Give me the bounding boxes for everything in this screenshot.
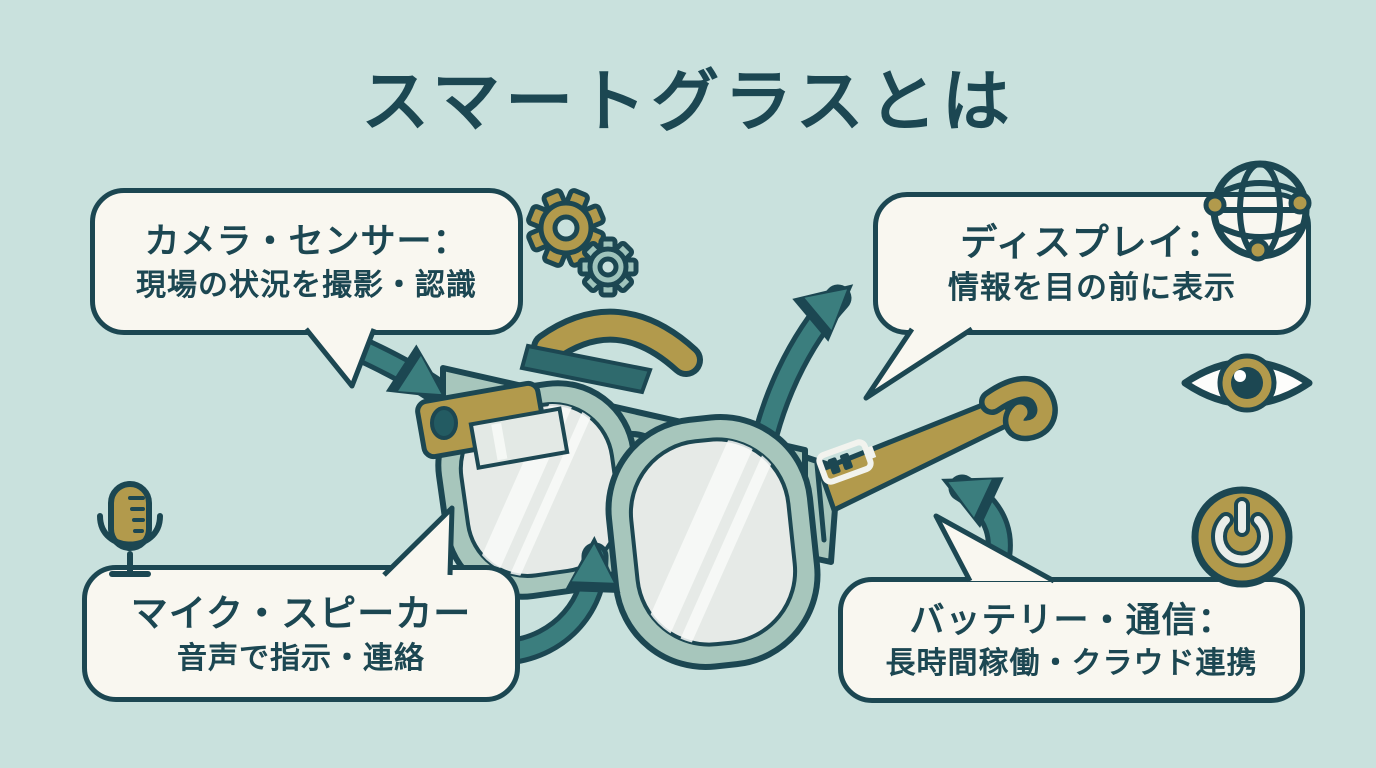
page-title: スマートグラスとは: [361, 64, 1015, 140]
battery-indicator-icon: [816, 439, 877, 485]
bubble-tail-battery: [933, 513, 1056, 584]
left-temple: [531, 308, 703, 377]
callout-display: ディスプレイ： 情報を目の前に表示: [873, 192, 1311, 335]
camera-module: [415, 380, 570, 470]
callout-camera-sensor: カメラ・センサー： 現場の状況を撮影・認識: [90, 188, 523, 335]
camera-prism: [468, 406, 570, 470]
callout-battery-body: 長時間稼働・クラウド連携: [885, 647, 1258, 681]
callout-mic-body: 音声で指示・連絡: [177, 641, 425, 675]
bubble-tail-display: [863, 326, 974, 401]
callout-mic-speaker: マイク・スピーカー 音声で指示・連絡: [82, 565, 520, 702]
eye-icon: [1181, 353, 1313, 413]
power-button-icon: [1191, 486, 1293, 588]
microphone-icon: [97, 481, 163, 577]
camera-lens-icon: [430, 406, 458, 440]
callout-mic-heading: マイク・スピーカー: [130, 593, 472, 635]
arrow-to-mic: [494, 536, 621, 666]
bubble-tail-camera: [304, 327, 377, 389]
callout-display-heading: ディスプレイ：: [960, 222, 1224, 264]
callout-battery-heading: バッテリー・通信：: [909, 600, 1234, 640]
callout-camera-heading: カメラ・センサー：: [144, 222, 469, 262]
gears-icon: [526, 188, 639, 298]
right-temple: [782, 375, 1058, 565]
globe-network-icon: [1203, 160, 1312, 262]
bubble-tail-mic: [382, 505, 455, 577]
callout-display-body: 情報を目の前に表示: [948, 270, 1236, 306]
callout-battery-comms: バッテリー・通信： 長時間稼働・クラウド連携: [838, 577, 1305, 703]
temple-fold: [519, 343, 653, 395]
callout-camera-body: 現場の状況を撮影・認識: [136, 268, 477, 302]
